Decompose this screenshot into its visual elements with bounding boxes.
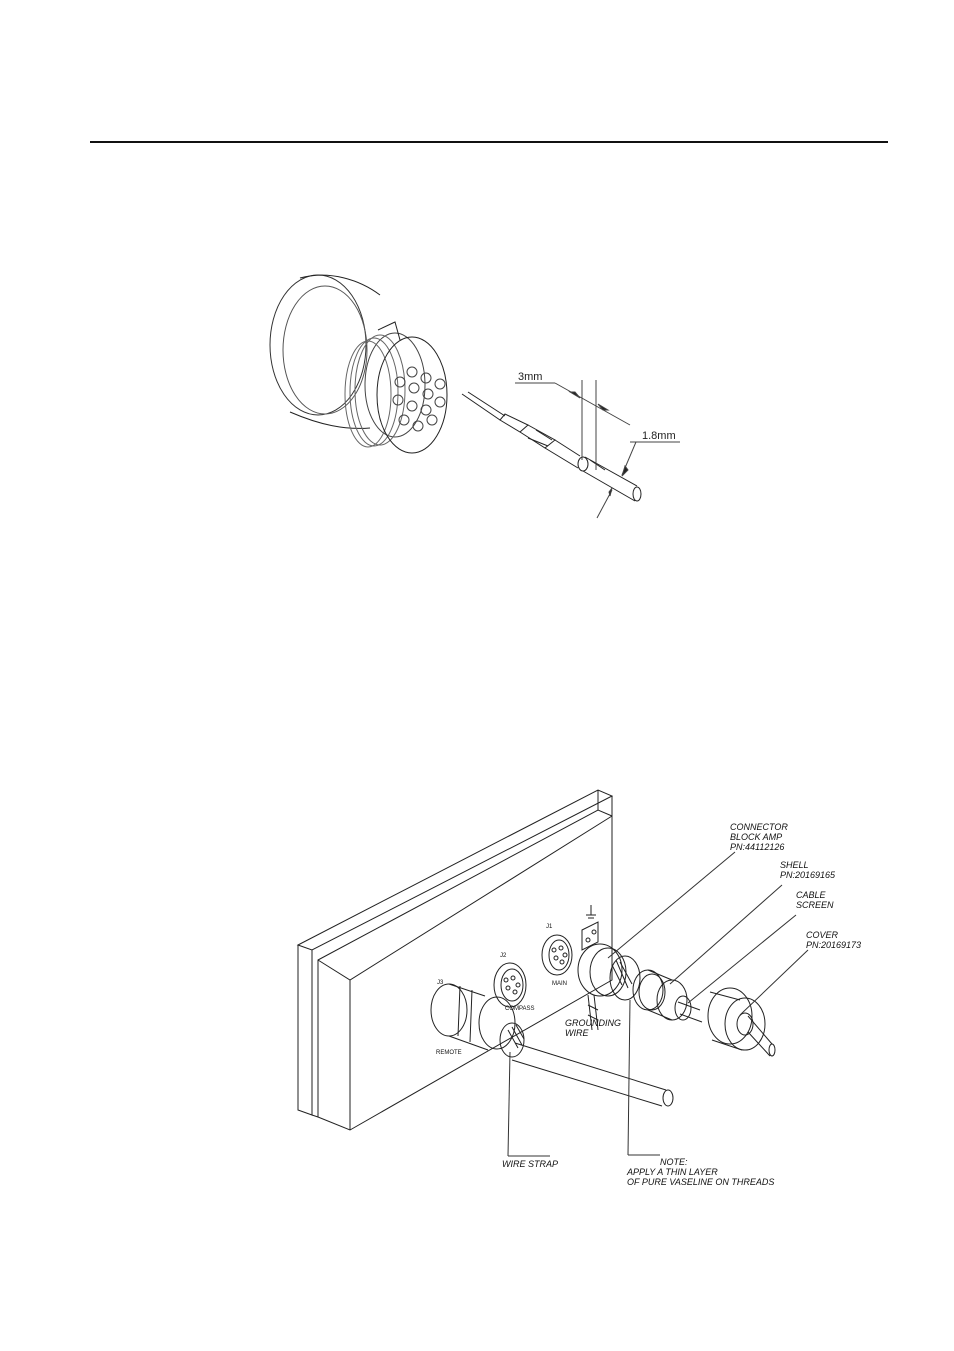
port-j1-label: J1 <box>546 924 553 930</box>
port-labels: J3 J2 J1 REMOTE COMPASS MAIN <box>436 924 567 1056</box>
connector-block-label: CONNECTOR BLOCK AMP PN:44112126 <box>730 822 788 852</box>
svg-text:PN:20169173: PN:20169173 <box>806 940 861 950</box>
svg-text:PN:44112126: PN:44112126 <box>730 842 784 852</box>
svg-text:WIRE: WIRE <box>565 1028 589 1038</box>
svg-text:SCREEN: SCREEN <box>796 900 834 910</box>
port-compass-label: COMPASS <box>505 1006 535 1012</box>
svg-text:BLOCK AMP: BLOCK AMP <box>730 832 782 842</box>
dimension-lines <box>515 380 680 519</box>
crimp-contact <box>461 391 581 469</box>
connector-j1-main <box>541 934 573 976</box>
svg-text:PN:20169165: PN:20169165 <box>780 870 836 880</box>
svg-text:GROUNDING: GROUNDING <box>565 1018 621 1028</box>
svg-text:NOTE:: NOTE: <box>660 1157 688 1167</box>
shell-label: SHELL PN:20169165 <box>780 860 836 880</box>
header-rule <box>90 141 888 143</box>
dim-3mm-label: 3mm <box>518 371 542 383</box>
cable-screen-label: CABLE SCREEN <box>796 890 834 910</box>
port-j2-label: J2 <box>500 953 507 959</box>
port-main-label: MAIN <box>552 981 567 987</box>
cover-label: COVER PN:20169173 <box>806 930 861 950</box>
svg-text:CONNECTOR: CONNECTOR <box>730 822 788 832</box>
svg-text:OF PURE VASELINE ON THREAD: OF PURE VASELINE ON THREADS <box>627 1177 774 1187</box>
wire <box>577 456 642 502</box>
svg-text:COVER: COVER <box>806 930 839 940</box>
svg-text:SHELL: SHELL <box>780 860 809 870</box>
leader-lines <box>507 851 809 1157</box>
circular-connector <box>269 274 448 454</box>
dim-1-8mm-label: 1.8mm <box>642 430 676 442</box>
contact-holes <box>392 366 446 432</box>
port-j3-label: J3 <box>437 980 444 986</box>
connector-assembly-exploded <box>577 943 776 1057</box>
ground-terminal <box>581 905 599 951</box>
panel-box <box>296 789 614 1131</box>
grounding-wire-label: GROUNDING WIRE <box>565 1018 621 1038</box>
svg-text:APPLY A THIN LAYER: APPLY A THIN LAYER <box>626 1167 718 1177</box>
port-remote-label: REMOTE <box>436 1050 462 1056</box>
connector-j2-compass <box>493 962 527 1008</box>
note-label: NOTE: APPLY A THIN LAYER OF PURE VASELIN… <box>626 1157 774 1187</box>
wire-strap-label: WIRE STRAP <box>502 1159 558 1169</box>
svg-text:CABLE: CABLE <box>796 890 827 900</box>
